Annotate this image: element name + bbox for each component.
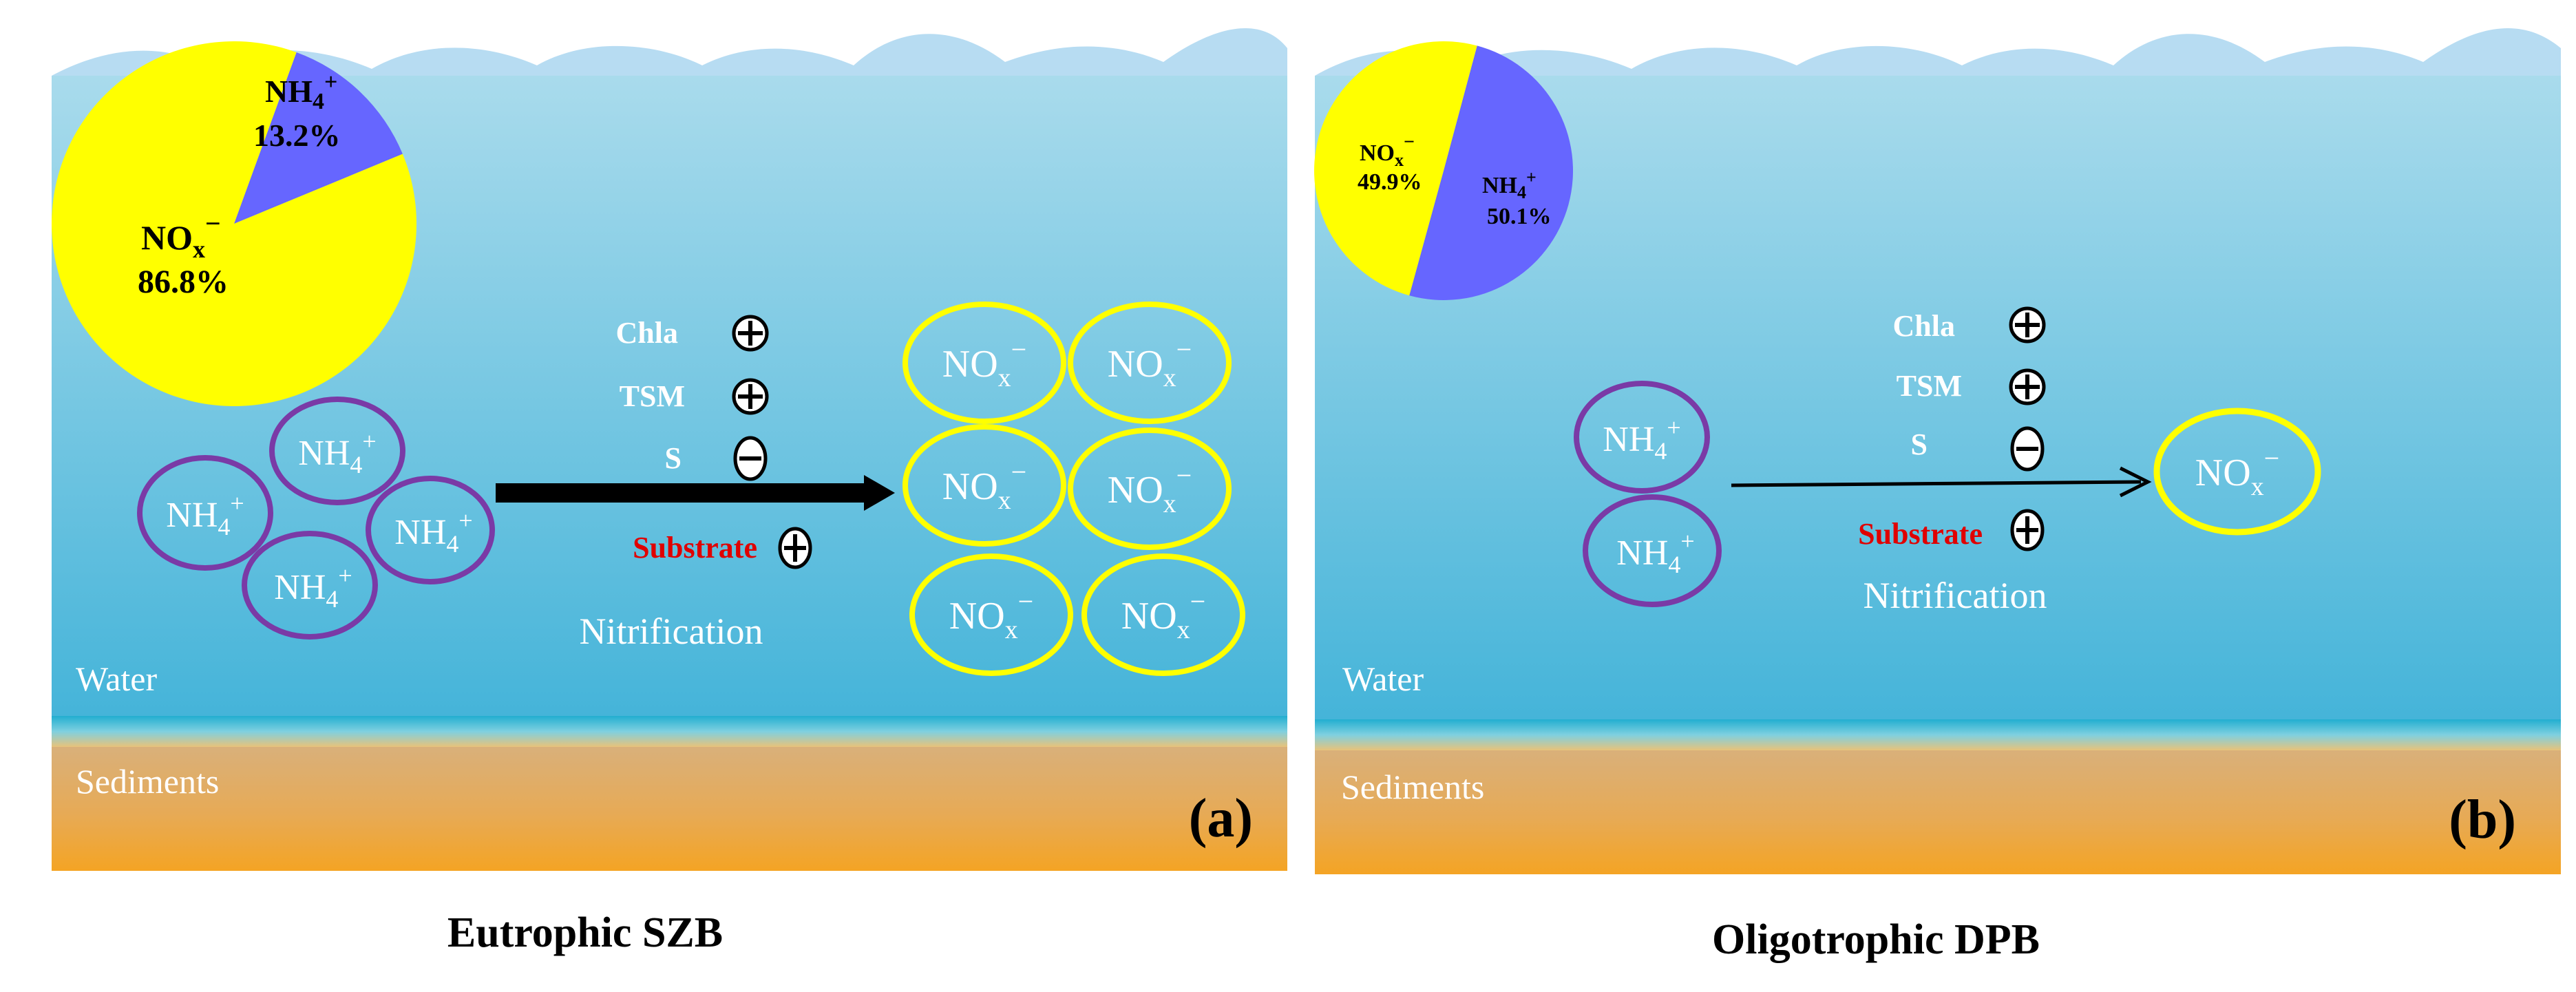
sediments-label: Sediments [76,762,219,801]
positive-sign-icon [2009,368,2046,405]
factor-substrate: Substrate [633,531,757,564]
shoreline [52,716,1287,747]
nox-molecule: NOx− [909,553,1073,676]
positive-sign-icon [2009,306,2046,344]
positive-sign-icon [778,527,812,569]
pie-value-nox: 86.8% [138,264,229,300]
positive-sign-icon [732,378,769,415]
panel-caption: Eutrophic SZB [447,909,723,956]
pie-chart-a [51,41,416,406]
factor-chla: Chla [616,316,678,350]
sediment-layer [1315,750,2561,874]
pie-value-nox: 49.9% [1358,169,1422,195]
pie-slice-nox [1314,41,1477,296]
svg-text:NOx−: NOx− [949,586,1033,644]
factor-list-b: Chla TSM S Substrate [1858,306,2047,616]
arrow-head [2119,466,2152,498]
nh4-molecule: NH4+ [242,531,378,640]
nox-molecule: NOx− [902,424,1066,547]
factor-s: S [1911,428,1928,461]
factor-tsm: TSM [1897,369,1962,403]
panel-label: (b) [2449,790,2516,850]
svg-text:NOx−: NOx− [942,456,1026,515]
positive-sign-icon [2010,509,2045,551]
water-label: Water [76,659,157,698]
reactant-group-a: NH4+ NH4+ NH4+ NH4+ [137,397,495,640]
sediment-layer [52,747,1287,871]
shoreline [1315,719,2561,750]
product-group-a: NOx− NOx− NOx− NOx− NOx− NOx− [902,302,1245,676]
nh4-molecule: NH4+ [1574,381,1710,494]
panel-b: NOx− 49.9% NH4+ 50.1% NH4+ NH4+ Chla [1314,28,2561,963]
pie-chart-b [1314,41,1574,301]
factor-tsm: TSM [620,379,685,413]
factor-list-a: Chla TSM S Substrate [580,315,812,652]
pie-label-nh4: NH4+ [1482,167,1537,202]
panel-a: NH4+ 13.2% NOx− 86.8% NH4+ NH4+ NH4+ NH4… [51,28,1287,956]
reaction-arrow [1731,480,2142,487]
nh4-molecule: NH4+ [366,476,495,584]
factor-chla: Chla [1893,309,1955,343]
svg-text:NH4+: NH4+ [394,507,472,558]
water-label: Water [1342,659,1424,698]
factor-substrate: Substrate [1858,517,1983,551]
process-label: Nitrification [580,611,763,652]
sediments-label: Sediments [1341,768,1484,806]
panel-label: (a) [1189,788,1253,849]
factor-s: S [665,441,682,475]
pie-value-nh4: 50.1% [1487,204,1552,229]
process-label: Nitrification [1864,575,2047,616]
pie-slice-nh4 [1409,45,1574,301]
svg-text:NH4+: NH4+ [274,562,352,613]
positive-sign-icon [732,315,769,352]
nh4-molecule: NH4+ [1583,494,1722,607]
negative-sign-icon [2010,426,2045,472]
pie-slice-nox [51,41,416,406]
negative-sign-icon [733,436,768,481]
pie-slice-nh4 [234,52,403,224]
panel-caption: Oligotrophic DPB [1712,916,2040,963]
reactant-group-b: NH4+ NH4+ [1574,381,1722,607]
pie-value-nh4: 13.2% [253,118,341,153]
arrow-head [864,475,895,511]
